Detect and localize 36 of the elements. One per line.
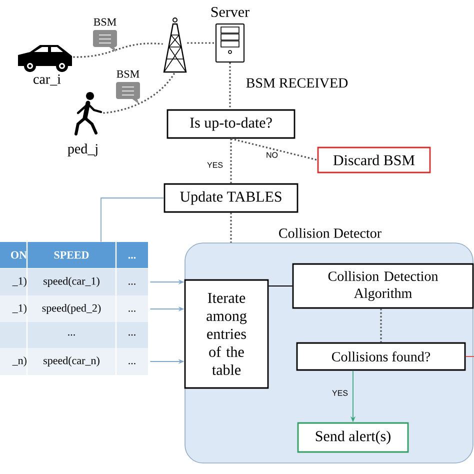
process-box: Send alert(s) [297, 422, 409, 453]
pedestrian-icon [68, 92, 102, 156]
connector-line [73, 42, 163, 58]
connector-line [230, 138, 232, 184]
antenna-tower-icon [163, 18, 187, 73]
panel-title: Collision Detector [279, 228, 382, 238]
table-header-row: ON SPEED ... [0, 242, 148, 268]
bubble-label: BSM [116, 70, 140, 78]
picture-caption: ped_j [68, 144, 98, 156]
edge-label: NO [265, 151, 279, 159]
edge-label: YES [206, 161, 224, 169]
table-row: _1) speed(ped_2) ... [0, 296, 148, 322]
process-box: Discard BSM [317, 146, 431, 174]
connector-line [230, 212, 232, 243]
decision-box: Collisions found? [296, 342, 466, 371]
connector-line [229, 62, 231, 110]
process-box: Iterate among entries of the table [184, 279, 269, 389]
connector-line [100, 198, 164, 242]
connector-line [187, 42, 216, 44]
edge-label: YES [331, 389, 349, 397]
table-row: ... ... [0, 322, 148, 348]
process-box: Collision Detection Algorithm [292, 263, 474, 309]
bubble-label: BSM [94, 18, 116, 26]
connector-line [465, 356, 474, 357]
table-row: _1) speed(car_1) ... [0, 268, 148, 296]
table-row: _n) speed(car_n) ... [0, 348, 148, 375]
decision-box: Is up-to-date? [166, 109, 296, 139]
picture-caption: Server [211, 6, 250, 18]
car-icon [18, 45, 72, 86]
connector-line [103, 72, 176, 114]
server-icon [211, 6, 250, 62]
connector-line [230, 138, 318, 161]
picture-caption: car_i [34, 74, 61, 86]
edge-label: BSM RECEIVED [244, 77, 350, 89]
connector-line [380, 308, 382, 342]
process-box: Update TABLES [164, 183, 298, 213]
